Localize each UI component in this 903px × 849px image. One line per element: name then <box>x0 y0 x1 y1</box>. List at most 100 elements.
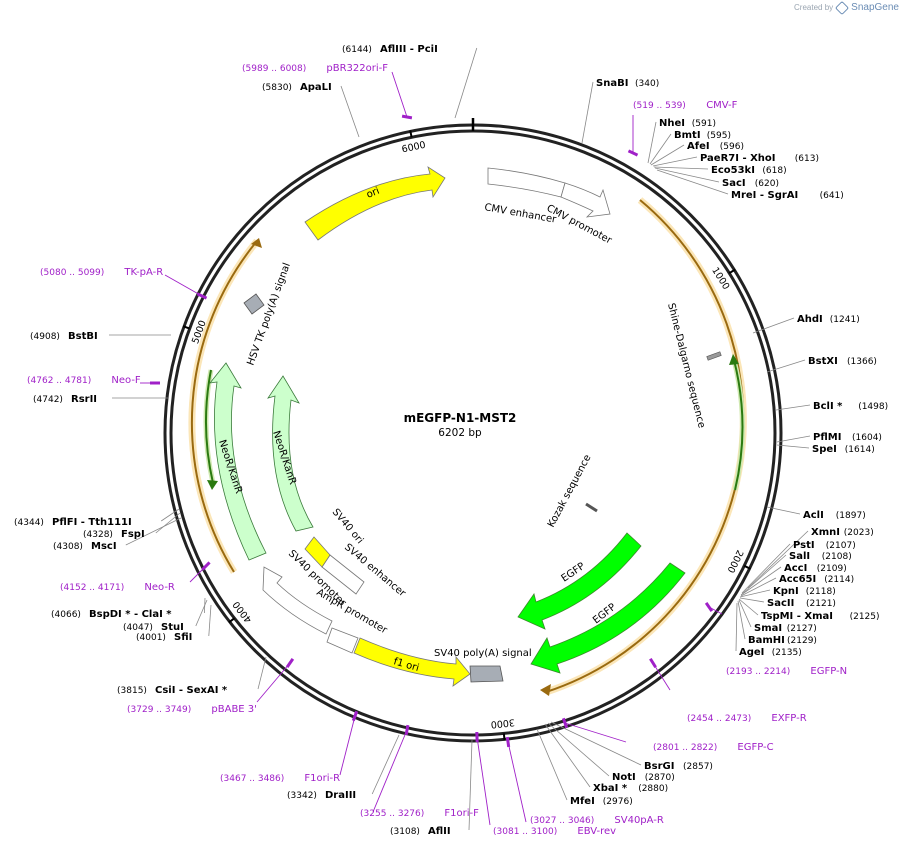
enzyme-site[interactable]: (618)Eco53kI <box>711 165 787 176</box>
enzyme-site[interactable]: (1241)AhdI <box>797 314 860 325</box>
feature-f1-ori[interactable]: f1 ori <box>353 637 471 687</box>
snapgene-credit: Created by SnapGene <box>794 0 899 15</box>
enzyme-name: AhdI <box>797 314 823 325</box>
enzyme-site[interactable]: (2118)KpnI <box>773 586 836 597</box>
feature-ori[interactable]: ori <box>304 166 446 241</box>
enzyme-site[interactable]: (1366)BstXI <box>808 356 877 367</box>
enzyme-site[interactable]: (613) PaeR7I - XhoI <box>700 153 819 164</box>
primer-leader <box>339 715 356 776</box>
enzyme-site[interactable]: (2976)MfeI <box>570 796 633 807</box>
primer-site[interactable]: (4762 .. 4781)Neo-F <box>27 375 160 386</box>
enzyme-site[interactable]: (620)SacI <box>722 178 779 189</box>
enzyme-site[interactable]: (2114)Acc65I <box>779 574 854 585</box>
primer-site[interactable]: (2801 .. 2822)EGFP-C <box>561 717 774 753</box>
enzyme-site[interactable]: (5830)ApaLI <box>262 82 332 93</box>
primer-site[interactable]: (3027 .. 3046)SV40pA-R <box>505 736 664 826</box>
enzyme-site[interactable]: (2109)AccI <box>784 563 847 574</box>
enzyme-site[interactable]: (340)SnaBI <box>596 78 659 89</box>
feature-label: SV40 ori <box>330 507 365 546</box>
enzyme-site[interactable]: (591)NheI <box>659 118 716 129</box>
enzyme-site[interactable]: (3342)DraIII <box>287 790 356 801</box>
enzyme-site[interactable]: (595)BmtI <box>674 130 731 141</box>
enzyme-site[interactable]: (3815)CsiI - SexAI * <box>117 685 228 696</box>
enzyme-site[interactable]: (2125)TspMI - XmaI <box>761 611 880 622</box>
feature-label: Shine-Dalgarno sequence <box>665 302 707 429</box>
enzyme-site[interactable]: (4742)RsrII <box>33 394 97 405</box>
enzyme-site[interactable]: (6144)AflIII - PciI <box>342 44 438 55</box>
orf-arrowhead <box>251 238 262 248</box>
tick-label: 3000 <box>490 716 515 729</box>
primer-site[interactable]: (519 .. 539)CMV-F <box>627 100 738 157</box>
primer-name: TK-pA-R <box>123 267 163 278</box>
enzyme-site[interactable]: (2108)SalI <box>789 551 852 562</box>
enzyme-site[interactable]: (4066)BspDI * - ClaI * <box>51 609 172 620</box>
enzyme-name: BmtI <box>674 130 701 141</box>
enzyme-position: (620) <box>755 179 779 189</box>
primer-site[interactable]: (3729 .. 3749)pBABE 3' <box>127 658 295 715</box>
leader-line <box>747 530 809 589</box>
primer-name: F1ori-R <box>304 773 340 784</box>
primer-name: SV40pA-R <box>614 815 663 826</box>
primer-site[interactable]: (5080 .. 5099)TK-pA-R <box>40 267 208 300</box>
enzyme-name: NotI <box>612 772 636 783</box>
enzyme-site[interactable]: (2135)AgeI <box>739 647 802 658</box>
enzyme-position: (2870) <box>645 773 675 783</box>
primer-position: (2454 .. 2473) <box>687 714 751 724</box>
enzyme-name: XbaI * <box>593 783 628 794</box>
enzyme-site[interactable]: (4047)StuI <box>123 622 184 633</box>
enzyme-name: PaeR7I - XhoI <box>700 153 776 164</box>
enzyme-site[interactable]: (641)MreI - SgrAI <box>731 190 844 201</box>
feature-egfp-inner[interactable]: EGFP <box>517 532 642 630</box>
primer-labels: (5989 .. 6008)pBR322ori-F(519 .. 539)CMV… <box>27 63 847 837</box>
leader-line <box>740 577 777 597</box>
enzyme-site[interactable]: (2129)BamHI <box>748 635 817 646</box>
enzyme-site[interactable]: (4344)PflFI - Tth111I <box>14 517 132 528</box>
enzyme-site[interactable]: (2870) NotI <box>612 772 675 783</box>
primer-name: EGFP-C <box>737 742 773 753</box>
enzyme-site[interactable]: (2857)BsrGI <box>644 761 713 772</box>
leader-line <box>741 554 787 595</box>
enzyme-site[interactable]: (1897)AclI <box>803 510 866 521</box>
enzyme-position: (2109) <box>817 564 847 574</box>
primer-position: (519 .. 539) <box>633 101 686 111</box>
enzyme-site[interactable]: (2107)PstI <box>793 540 856 551</box>
enzyme-site[interactable]: (1614)SpeI <box>812 444 875 455</box>
feature-kozak[interactable]: Kozak sequence <box>546 453 598 529</box>
enzyme-site[interactable]: (2880)XbaI * <box>593 783 668 794</box>
enzyme-position: (4344) <box>14 518 44 528</box>
enzyme-site[interactable]: (4328)FspI <box>83 529 145 540</box>
primer-site[interactable]: (3467 .. 3486)F1ori-R <box>220 710 359 784</box>
enzyme-position: (2023) <box>844 528 874 538</box>
feature-neor-kanr-inner[interactable]: NeoR/KanR <box>267 375 314 532</box>
orf-arcs <box>188 197 747 696</box>
primer-site[interactable]: (2193 .. 2214)EGFP-N <box>704 602 847 677</box>
enzyme-site[interactable]: (1604)PflMI <box>813 432 882 443</box>
primer-site[interactable]: (3081 .. 3100)EBV-rev <box>475 731 616 837</box>
enzyme-position: (1604) <box>852 433 882 443</box>
primer-mark <box>475 731 479 743</box>
enzyme-site[interactable]: (3108)AflII <box>390 826 451 837</box>
primer-site[interactable]: (4152 .. 4171)Neo-R <box>60 561 211 593</box>
enzyme-site[interactable]: (1498)BclI * <box>813 401 888 412</box>
enzyme-site[interactable]: (4001)SfiI <box>136 632 192 643</box>
feature-hsv-tk-polya[interactable]: HSV TK poly(A) signal <box>243 261 293 367</box>
enzyme-position: (613) <box>795 154 819 164</box>
enzyme-site[interactable]: (596)AfeI <box>687 141 744 152</box>
primer-leader <box>256 662 291 703</box>
leader-line <box>738 598 759 616</box>
feature-cmv-enhancer[interactable]: CMV enhancer <box>483 167 566 226</box>
feature-neor-kanr-outer[interactable]: NeoR/KanR <box>209 362 267 561</box>
feature-sv40-polya[interactable]: SV40 poly(A) signal <box>434 648 532 683</box>
enzyme-site[interactable]: (2023)XmnI <box>811 527 874 538</box>
feature-shine-dalgarno[interactable]: Shine-Dalgarno sequence <box>665 302 722 429</box>
enzyme-position: (2121) <box>806 599 836 609</box>
enzyme-site[interactable]: (2121)SacII <box>767 598 836 609</box>
enzyme-site[interactable]: (2127)SmaI <box>754 623 817 634</box>
leader-line <box>340 85 360 138</box>
enzyme-site[interactable]: (4908)BstBI <box>30 331 98 342</box>
primer-mark <box>505 736 511 748</box>
enzyme-site[interactable]: (4308)MscI <box>53 541 117 552</box>
primer-site[interactable]: (2454 .. 2473)EXFP-R <box>649 657 807 724</box>
primer-site[interactable]: (5989 .. 6008)pBR322ori-F <box>242 63 413 120</box>
primer-site[interactable]: (3255 .. 3276)F1ori-F <box>360 724 479 819</box>
